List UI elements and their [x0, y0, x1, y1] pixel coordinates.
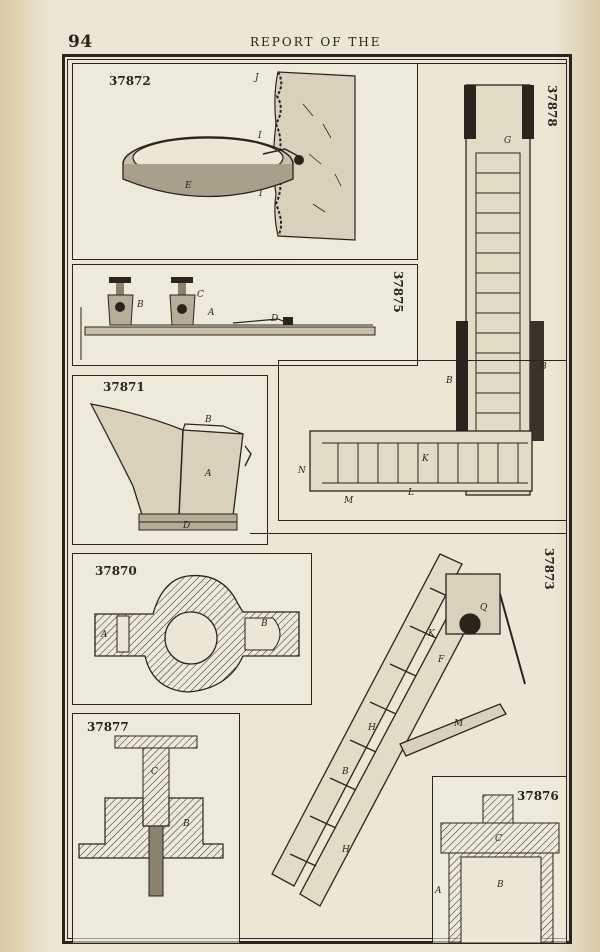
figure-37873-drawing: Q K F M H B H: [271, 553, 526, 907]
figure-number: 37878: [545, 85, 559, 127]
page-number: 94: [68, 32, 93, 52]
figure-label: B: [341, 767, 349, 777]
figure-label: C: [197, 290, 204, 300]
figure-label: A: [100, 630, 108, 640]
figure-label: D: [182, 521, 190, 531]
figure-label: M: [343, 496, 354, 506]
figure-label: K: [421, 454, 430, 464]
figure-37878-panel: 37878 G B B K L N M: [278, 63, 567, 521]
figure-37876-drawing: C A B: [434, 794, 560, 944]
figure-37875-drawing: B C A D: [80, 277, 376, 360]
figure-label: H: [341, 845, 350, 855]
figure-37873-panel: 37873 Q K F M H B H: [250, 533, 567, 944]
running-head: REPORT OF THE: [250, 35, 382, 49]
figure-label: D: [270, 314, 278, 324]
figure-number: 37872: [109, 74, 151, 88]
figure-number: 37873: [542, 548, 556, 590]
figure-label: I: [258, 189, 263, 199]
figure-number: 37871: [103, 380, 145, 394]
figure-label: B: [260, 619, 268, 629]
figure-label: B: [182, 819, 190, 829]
engraving-plate-frame: [62, 54, 572, 944]
figure-37870-panel: 37870 A B: [72, 553, 312, 705]
figure-label: C: [495, 834, 502, 844]
figure-37870-drawing: A B: [94, 574, 300, 693]
figure-label: G: [504, 136, 511, 146]
figure-label: A: [207, 308, 215, 318]
figure-label: B: [445, 376, 453, 386]
figure-37872-panel: 37872 J I I E: [72, 63, 418, 260]
figure-label: F: [437, 655, 445, 665]
figure-37871-drawing: B A D: [89, 403, 252, 531]
figure-37872-drawing: J I I E: [122, 71, 356, 241]
figure-37875-panel: 37875 B C A D: [72, 264, 418, 366]
figure-37878-drawing: G B B K L N M: [297, 84, 547, 506]
figure-label: K: [427, 629, 436, 639]
figure-number: 37876: [517, 789, 559, 803]
figure-label: C: [151, 767, 158, 777]
figure-37876-panel: 37876 C A B: [432, 776, 567, 944]
figure-label: H: [367, 723, 376, 733]
figure-label: Q: [480, 603, 488, 613]
figure-37877-panel: 37877 C B: [72, 713, 240, 944]
figure-number: 37875: [391, 271, 405, 313]
figure-label: A: [204, 469, 212, 479]
figure-label: A: [434, 886, 442, 896]
figure-label: B: [204, 415, 212, 425]
figure-label: B: [496, 880, 504, 890]
figure-37878-frame: [278, 360, 567, 521]
figure-label: E: [184, 181, 192, 191]
figure-label: N: [297, 466, 307, 476]
figure-label: B: [136, 300, 144, 310]
figure-label: M: [453, 719, 464, 729]
figure-37878-frame-top: [418, 63, 567, 360]
figure-number: 37877: [87, 720, 129, 734]
page-header: 94 REPORT OF THE: [0, 30, 600, 54]
figure-label: L: [407, 488, 414, 498]
figure-label: I: [257, 131, 262, 141]
figure-37877-drawing: C B: [78, 735, 224, 897]
figure-label: B: [539, 362, 547, 372]
figure-label: J: [253, 73, 260, 83]
figure-number: 37870: [95, 564, 137, 578]
figure-37871-panel: 37871 B A D: [72, 375, 268, 545]
